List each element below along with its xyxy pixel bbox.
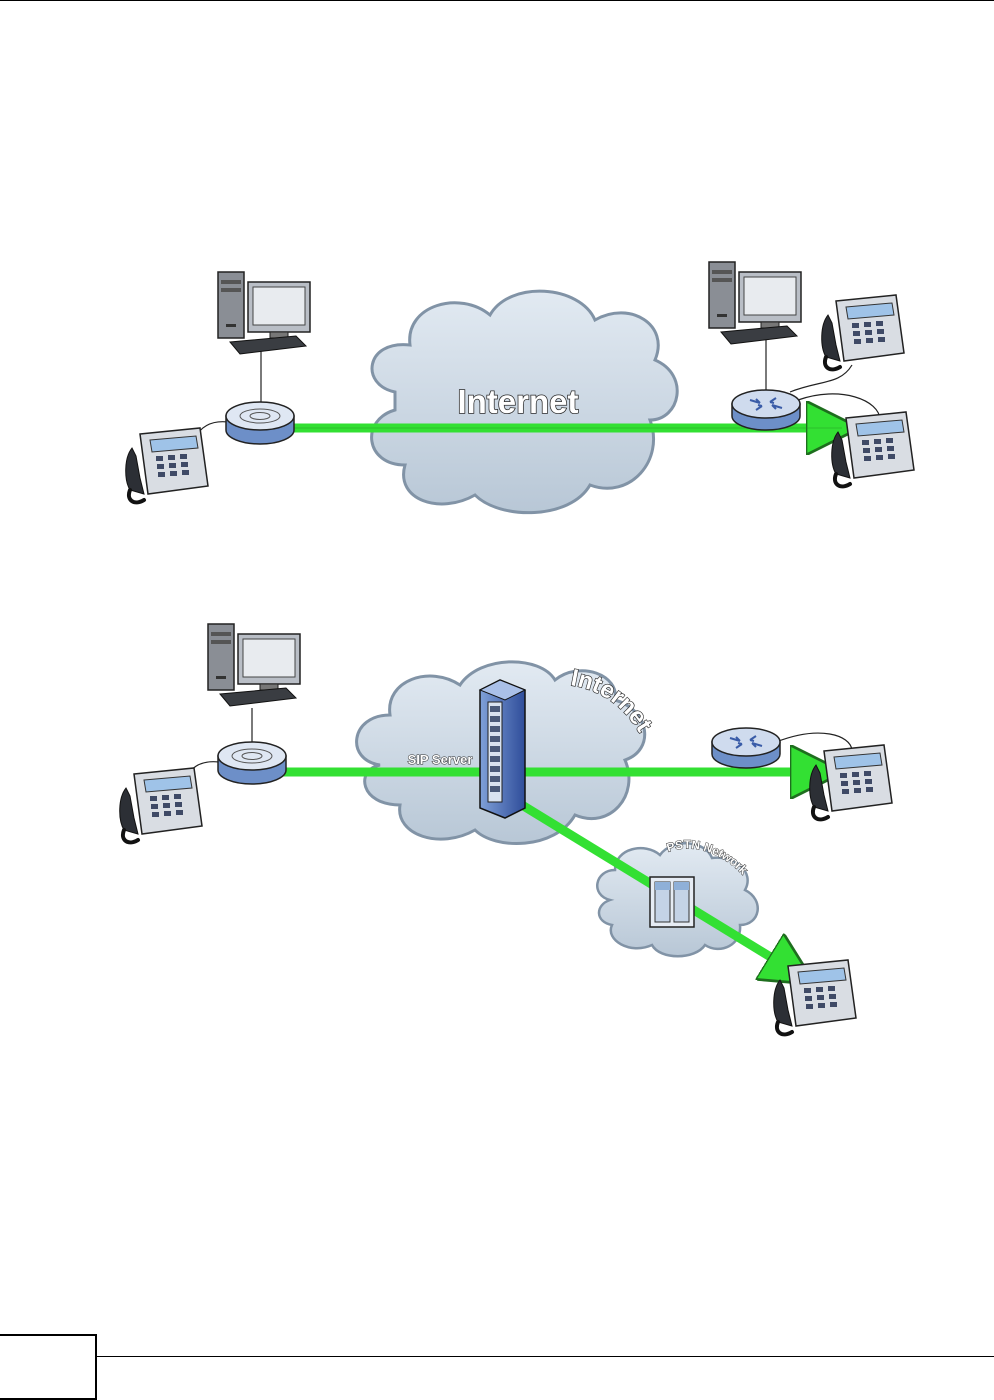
computer-icon [709, 262, 801, 344]
sip-server-icon [480, 680, 525, 818]
router-icon [732, 390, 800, 430]
phone-icon [120, 768, 202, 842]
router-icon [712, 728, 780, 768]
diagram-1: Internet [126, 262, 914, 513]
pstn-switch-icon [650, 877, 694, 927]
phone-icon [822, 295, 904, 369]
router-icon [218, 742, 286, 784]
page-number-box [0, 1334, 97, 1400]
computer-icon [218, 272, 310, 354]
sip-server-label: SIP Server [408, 752, 473, 767]
footer-rule [97, 1356, 994, 1357]
computer-icon [208, 624, 300, 706]
internet-label: Internet [457, 383, 578, 420]
router-icon [226, 402, 294, 444]
phone-icon [810, 745, 892, 819]
diagram-2: Internet SIP Server PSTN Network [120, 624, 892, 1034]
phone-icon [126, 428, 208, 502]
phone-icon [832, 412, 914, 486]
